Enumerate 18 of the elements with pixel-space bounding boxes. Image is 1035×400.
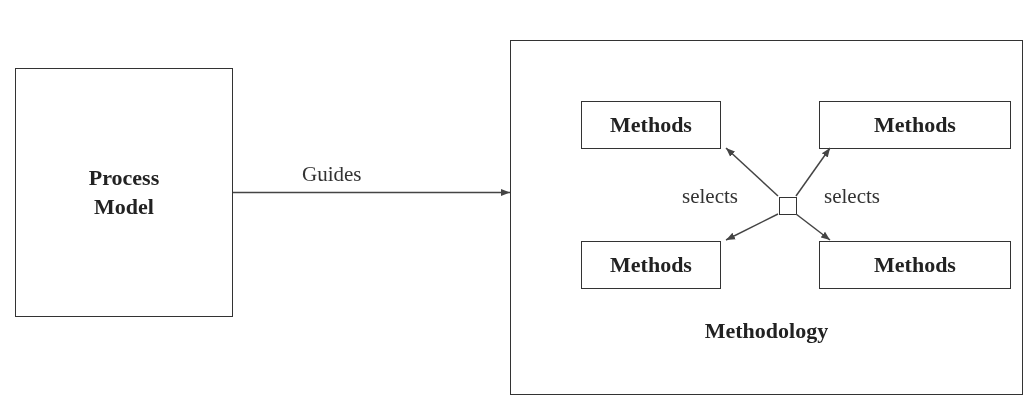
process-box — [819, 241, 1011, 289]
arrow — [725, 147, 779, 197]
process-box — [581, 101, 721, 149]
arrow — [725, 213, 779, 241]
arrow — [795, 213, 831, 241]
process-box — [15, 68, 233, 317]
box-label: Methods — [610, 250, 692, 279]
process-box — [819, 101, 1011, 149]
box-label: Methods — [610, 110, 692, 139]
box-label: Process Model — [87, 163, 161, 221]
arrow — [232, 188, 511, 197]
box-label: Methods — [874, 110, 956, 139]
process-box — [581, 241, 721, 289]
container-title: Methodology — [704, 317, 829, 346]
container-box — [510, 40, 1023, 395]
box-label: Methods — [874, 250, 956, 279]
small-square — [779, 197, 797, 215]
arrow — [795, 147, 831, 197]
